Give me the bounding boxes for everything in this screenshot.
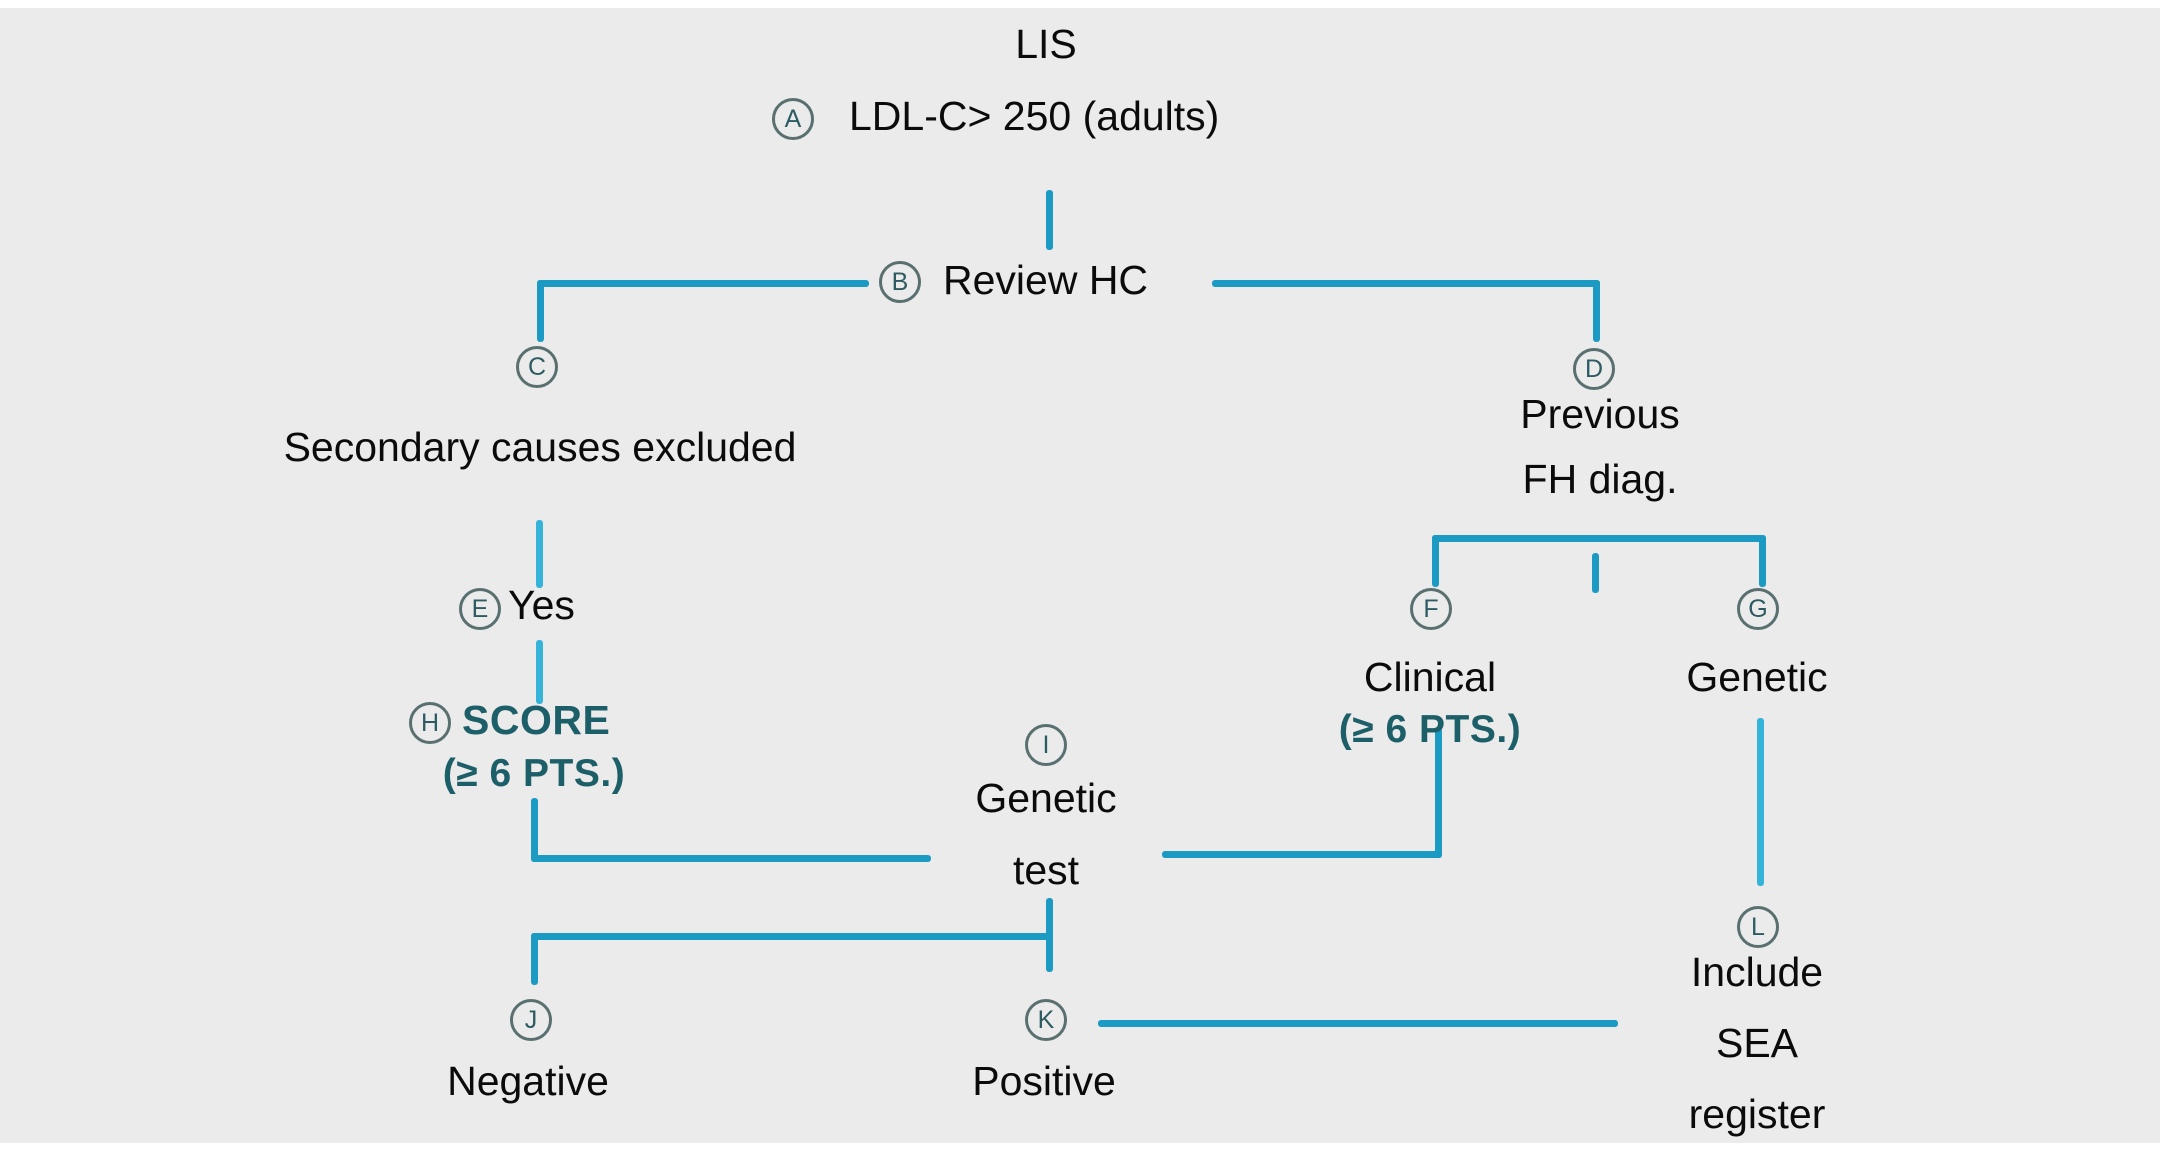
connector-i-drop-j (531, 933, 538, 985)
connector-g-to-l (1757, 718, 1764, 886)
diagram-top-label: LIS (1015, 21, 1077, 67)
node-label-l-line3: register (1688, 1091, 1826, 1137)
node-badge-g[interactable]: G (1737, 588, 1779, 630)
connector-b-drop-left (537, 280, 544, 342)
node-label-a: LDL-C> 250 (adults) (849, 93, 1220, 139)
connector-d-bus (1432, 535, 1766, 542)
node-badge-f[interactable]: F (1410, 588, 1452, 630)
node-label-i-line2: test (1012, 847, 1080, 893)
connector-a-to-b (1046, 190, 1053, 250)
node-badge-h[interactable]: H (409, 702, 451, 744)
connector-f-drop (1435, 728, 1442, 858)
node-label-f-line2: (≥ 6 PTS.) (1338, 708, 1522, 751)
node-badge-b[interactable]: B (879, 261, 921, 303)
node-badge-k[interactable]: K (1025, 999, 1067, 1041)
node-badge-l[interactable]: L (1737, 906, 1779, 948)
node-label-l-line2: SEA (1715, 1020, 1799, 1066)
node-label-h-line1: SCORE (462, 697, 611, 743)
connector-h-drop (531, 798, 538, 862)
node-badge-j[interactable]: J (510, 999, 552, 1041)
node-label-l-line1: Include (1690, 949, 1824, 995)
node-label-c: Secondary causes excluded (283, 424, 797, 470)
node-badge-d[interactable]: D (1573, 348, 1615, 390)
connector-i-bus (531, 933, 1053, 940)
connector-d-stub (1592, 553, 1599, 593)
connector-c-to-e (536, 520, 543, 588)
node-label-g: Genetic (1686, 654, 1828, 700)
node-label-h-line2: (≥ 6 PTS.) (442, 752, 626, 795)
connector-e-to-h (536, 640, 543, 704)
node-label-b: Review HC (943, 257, 1149, 303)
node-label-j: Negative (447, 1058, 609, 1104)
node-label-f-line1: Clinical (1363, 654, 1497, 700)
connector-d-drop-f (1432, 535, 1439, 587)
diagram-background: A B C D E F G H I J K L LIS LDL-C> 250 (… (0, 8, 2160, 1143)
node-badge-i[interactable]: I (1025, 724, 1067, 766)
node-badge-e[interactable]: E (459, 588, 501, 630)
node-label-d-line1: Previous (1520, 391, 1680, 437)
connector-b-drop-right (1593, 280, 1600, 342)
node-label-k: Positive (972, 1058, 1116, 1104)
node-label-d-line2: FH diag. (1522, 456, 1678, 502)
connector-k-to-l (1098, 1020, 1618, 1027)
connector-f-to-i (1162, 851, 1442, 858)
connector-b-bus-left (537, 280, 869, 287)
connector-h-to-i (531, 855, 931, 862)
connector-b-bus-right (1212, 280, 1600, 287)
node-badge-a[interactable]: A (772, 98, 814, 140)
node-label-i-line1: Genetic (975, 775, 1117, 821)
node-label-e: Yes (508, 582, 575, 628)
connector-d-drop-g (1759, 535, 1766, 587)
node-badge-c[interactable]: C (516, 346, 558, 388)
